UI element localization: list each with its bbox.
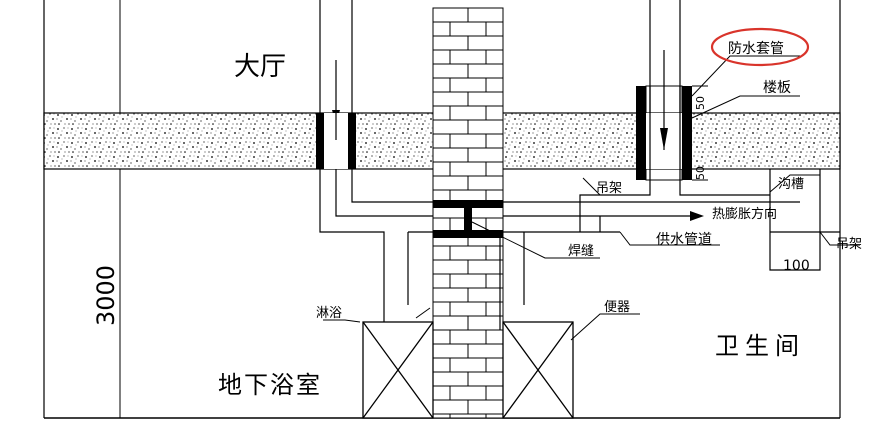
weld-seam-label: 焊缝 [568,243,594,259]
hall-label: 大厅 [234,52,286,82]
right-sleeve-wall-r [682,86,692,180]
shower-fixture [362,321,434,419]
water-supply-pipe-label: 供水管道 [656,232,712,248]
sleeve-dim-bottom-label: 50 [694,166,707,180]
toilet-fixture-label: 便器 [604,300,630,315]
thermal-expansion-label: 热膨胀方向 [712,206,777,222]
bathroom-label: 卫生间 [715,332,805,360]
weld-joint-base [433,230,503,238]
left-sleeve-wall-r [348,113,356,169]
shower-label: 淋浴 [316,306,342,321]
floor-slab-label: 楼板 [763,80,791,96]
waterproof-sleeve-label: 防水套管 [728,41,784,57]
weld-joint-stem [464,200,472,236]
highlight-ellipse [710,27,810,67]
height-dimension-label: 3000 [92,265,120,326]
hanger-label-2: 吊架 [836,237,862,252]
flow-arrow-right-2 [660,128,668,150]
leader-lines [323,55,860,341]
height-dimension [112,168,128,418]
brick-courses [433,7,503,418]
trench-label: 沟槽 [778,177,804,192]
right-sleeve-wall-l [636,86,646,180]
basement-bathroom-label: 地下浴室 [218,371,322,399]
hanger-label-1: 吊架 [596,181,622,196]
supply-piping-under-slab [319,169,840,330]
left-sleeve-wall-l [316,113,324,169]
width-dimension-label: 100 [783,258,810,274]
expansion-arrow-head [690,211,704,221]
sleeve-dim-top-label: 50 [694,96,707,110]
toilet-fixture [502,321,574,419]
